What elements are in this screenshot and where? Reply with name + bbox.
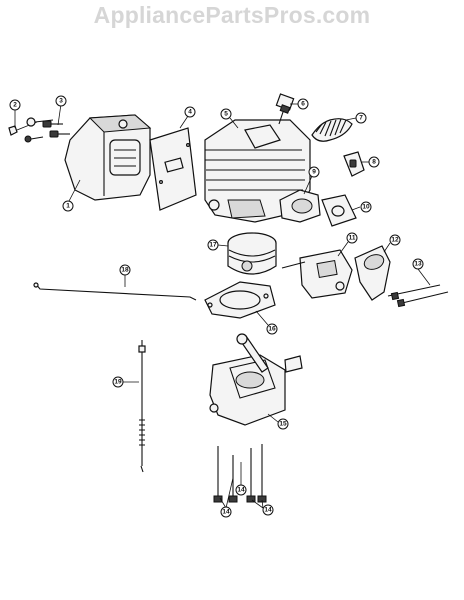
svg-text:14: 14 (264, 507, 272, 514)
callout-4: 4 (184, 106, 196, 118)
callout-8: 8 (368, 156, 380, 168)
svg-text:7: 7 (359, 115, 363, 122)
callout-14c: 14 (262, 504, 274, 516)
crankcase-part[interactable] (209, 333, 303, 426)
callout-14b: 14 (235, 484, 247, 496)
intake-boot[interactable] (279, 189, 321, 223)
leader-lines (14, 103, 431, 509)
crankshaft-shaft[interactable] (138, 340, 146, 473)
svg-text:10: 10 (362, 204, 370, 211)
svg-text:13: 13 (414, 261, 422, 268)
muffler-gasket[interactable] (149, 127, 197, 211)
svg-text:14: 14 (222, 509, 230, 516)
svg-text:1: 1 (66, 203, 70, 210)
svg-text:8: 8 (372, 159, 376, 166)
intake-gasket[interactable] (321, 194, 357, 227)
svg-text:6: 6 (301, 101, 305, 108)
air-intake-adapter[interactable] (354, 245, 391, 301)
callout-5: 5 (220, 108, 232, 120)
callout-17: 17 (207, 239, 219, 251)
svg-text:17: 17 (209, 242, 217, 249)
carburetor-bolts[interactable] (387, 284, 449, 308)
choke-rod[interactable] (33, 282, 197, 301)
intake-spring[interactable] (311, 118, 353, 142)
svg-text:11: 11 (349, 235, 356, 242)
muffler-part[interactable] (64, 114, 152, 201)
svg-text:5: 5 (224, 111, 228, 118)
piston-part[interactable] (227, 232, 277, 275)
bracket-part[interactable] (343, 151, 365, 177)
svg-text:9: 9 (312, 169, 316, 176)
callout-11: 11 (346, 232, 358, 244)
callout-9: 9 (308, 166, 320, 178)
svg-text:12: 12 (391, 237, 399, 244)
callout-1: 1 (62, 200, 74, 212)
callout-19: 19 (112, 376, 124, 388)
callout-16: 16 (266, 323, 278, 335)
callout-6: 6 (297, 98, 309, 110)
crankcase-bolts[interactable] (213, 444, 267, 503)
svg-text:15: 15 (279, 421, 287, 428)
callout-10: 10 (360, 201, 372, 213)
watermark-text: AppliancePartsPros.com (93, 2, 371, 28)
callout-3: 3 (55, 95, 67, 107)
callout-13: 13 (412, 258, 424, 270)
svg-text:16: 16 (268, 326, 276, 333)
cylinder-base-gasket[interactable] (204, 281, 276, 319)
callout-12: 12 (389, 234, 401, 246)
callout-15: 15 (277, 418, 289, 430)
muffler-bolts[interactable] (8, 117, 70, 143)
svg-text:19: 19 (114, 379, 122, 386)
callout-2: 2 (9, 99, 21, 111)
svg-text:3: 3 (59, 98, 63, 105)
svg-text:2: 2 (13, 102, 17, 109)
spark-plug[interactable] (275, 93, 295, 125)
callout-7: 7 (355, 112, 367, 124)
svg-text:18: 18 (121, 267, 129, 274)
callout-14a: 14 (220, 506, 232, 518)
svg-text:14: 14 (237, 487, 245, 494)
callout-18: 18 (119, 264, 131, 276)
svg-text:4: 4 (188, 109, 192, 116)
carburetor-part[interactable] (281, 249, 353, 299)
